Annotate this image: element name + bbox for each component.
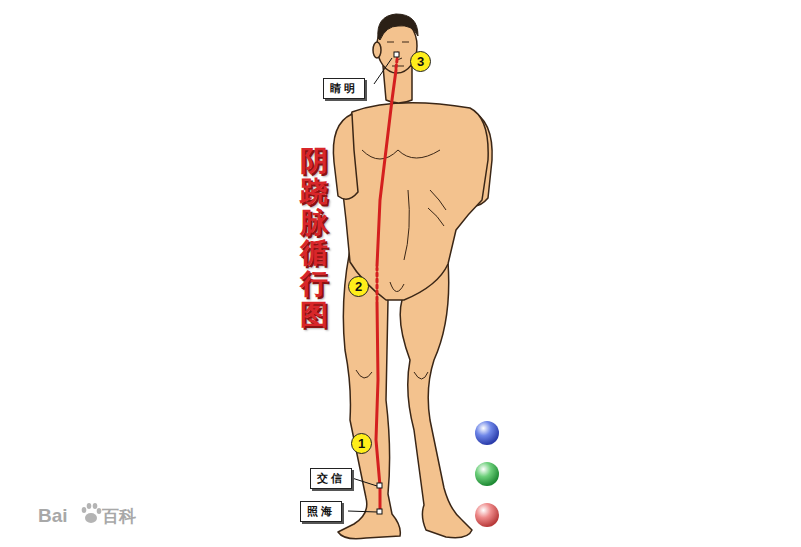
- point-label-box: 交信: [310, 468, 352, 489]
- watermark: 百科: [102, 505, 136, 528]
- callout-number-text: 2: [355, 279, 362, 294]
- callout-number-text: 3: [417, 54, 424, 69]
- diagram-title: 阴跷脉循行图: [300, 146, 328, 331]
- callout-number-text: 1: [358, 436, 365, 451]
- point-label-box: 睛明: [323, 78, 365, 99]
- callout-number: 3: [410, 51, 431, 72]
- callout-number: 1: [351, 433, 372, 454]
- point-name: 交信: [317, 471, 345, 486]
- point-name: 照海: [307, 504, 335, 519]
- point-name: 睛明: [330, 81, 358, 96]
- watermark: Bai: [38, 505, 68, 527]
- callout-number: 2: [348, 276, 369, 297]
- point-label-box: 照海: [300, 501, 342, 522]
